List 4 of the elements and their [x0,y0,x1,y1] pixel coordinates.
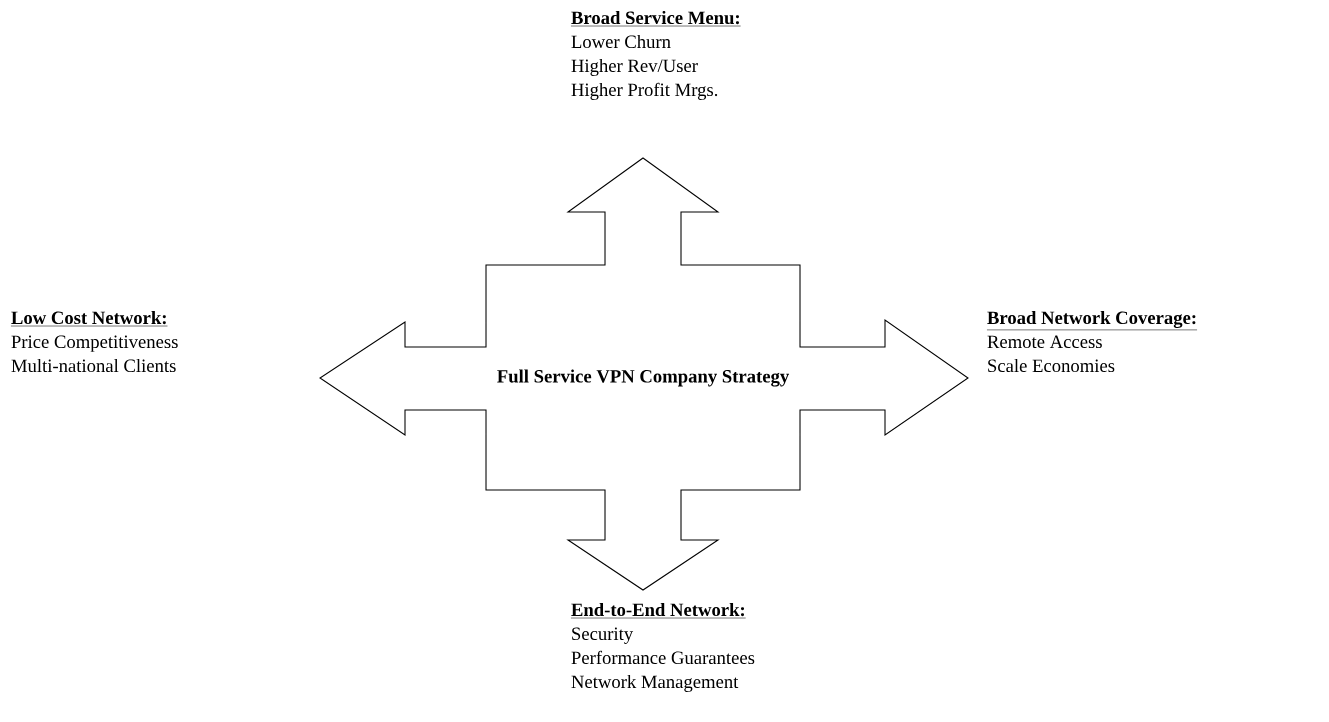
text-block: End-to-End Network: Security Performance Guarantees Network Management [570,602,755,692]
text-block: Broad Network Coverage: Remote Access Scale Economies [986,310,1198,373]
text-block: Broad Service Menu: Lower Churn Higher Rev/User Higher Profit Mrgs. [570,10,741,100]
text-block: Low Cost Network: Price Competitiveness Multi-national Clients [10,310,178,373]
